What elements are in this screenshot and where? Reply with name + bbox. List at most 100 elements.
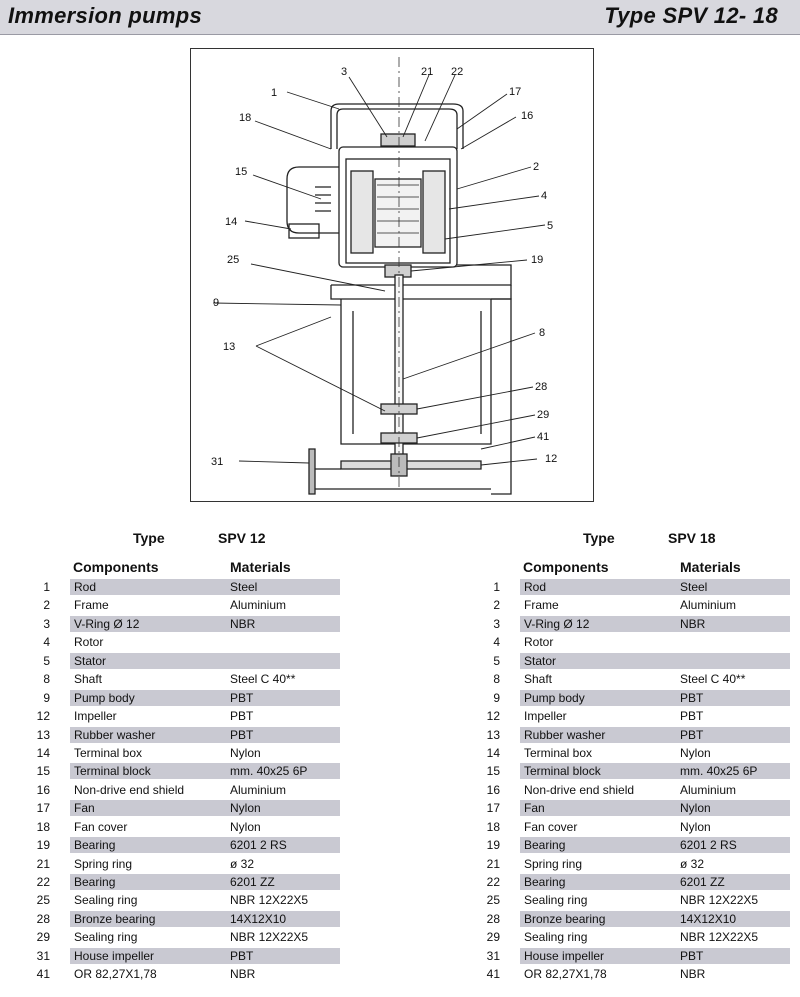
components-header: Components xyxy=(523,559,609,575)
callout-14: 14 xyxy=(225,216,237,228)
material-name: 6201 ZZ xyxy=(230,875,275,889)
component-name: Impeller xyxy=(524,709,567,724)
row-shade xyxy=(520,579,790,595)
callout-18: 18 xyxy=(239,112,251,124)
row-shade xyxy=(70,910,340,927)
component-name: OR 82,27X1,78 xyxy=(74,967,157,982)
component-name: Rod xyxy=(74,580,97,594)
material-name: Aluminium xyxy=(680,598,737,613)
material-name: 6201 2 RS xyxy=(230,838,287,853)
component-name: Stator xyxy=(74,653,107,668)
component-name: Terminal block xyxy=(74,764,151,779)
component-name: Frame xyxy=(524,598,559,613)
part-number: 2 xyxy=(43,598,50,613)
component-name: Rotor xyxy=(524,635,554,650)
component-name: Rod xyxy=(524,580,547,594)
material-name: Nylon xyxy=(680,819,711,834)
page-header: Immersion pumps Type SPV 12- 18 xyxy=(0,0,800,35)
material-name: PBT xyxy=(680,709,704,724)
type-label: Type xyxy=(583,530,615,546)
row-shade xyxy=(70,652,340,669)
material-name: ø 32 xyxy=(680,856,705,871)
material-name: Steel C 40** xyxy=(230,672,296,687)
callout-13: 13 xyxy=(223,341,235,353)
part-number: 9 xyxy=(43,690,50,705)
material-name: PBT xyxy=(230,690,254,705)
row-shade xyxy=(70,763,340,780)
callout-9: 9 xyxy=(213,297,219,309)
part-number: 18 xyxy=(486,819,500,834)
row-shade xyxy=(520,874,790,890)
row-shade xyxy=(70,800,340,817)
component-name: V-Ring Ø 12 xyxy=(524,616,590,631)
part-number: 1 xyxy=(43,580,50,594)
part-number: 14 xyxy=(486,745,500,760)
callout-28: 28 xyxy=(535,381,547,393)
part-number: 9 xyxy=(493,690,500,705)
material-name: Steel C 40** xyxy=(680,672,746,687)
material-name: 14X12X10 xyxy=(230,911,287,926)
callout-4: 4 xyxy=(541,190,547,202)
table-row: 15 Terminal block mm. 40x25 6P xyxy=(28,762,358,780)
component-name: Spring ring xyxy=(74,856,133,871)
part-number: 17 xyxy=(486,801,500,816)
row-shade xyxy=(520,689,790,706)
callout-5: 5 xyxy=(547,220,553,232)
callout-8: 8 xyxy=(539,327,545,339)
material-name: NBR 12X22X5 xyxy=(680,893,759,908)
callout-29: 29 xyxy=(537,409,549,421)
component-name: Non-drive end shield xyxy=(524,782,635,797)
component-name: Pump body xyxy=(74,690,135,705)
part-number: 25 xyxy=(486,893,500,908)
drawing-svg: 1 18 15 14 25 9 13 31 3 21 22 17 16 2 4 … xyxy=(211,57,557,495)
part-number: 13 xyxy=(486,727,500,742)
components-header: Components xyxy=(73,559,159,575)
component-name: Bearing xyxy=(524,838,566,853)
callout-25: 25 xyxy=(227,254,239,266)
type-value: SPV 12 xyxy=(218,530,266,546)
row-shade xyxy=(520,910,790,927)
row-shade xyxy=(520,597,790,613)
row-shade xyxy=(70,597,340,613)
part-number: 28 xyxy=(486,911,500,926)
part-number: 15 xyxy=(36,764,50,779)
row-shade xyxy=(70,726,340,743)
part-number: 21 xyxy=(486,856,500,871)
type-value: SPV 18 xyxy=(668,530,716,546)
part-number: 19 xyxy=(486,838,500,853)
material-name: PBT xyxy=(680,727,704,742)
row-shade xyxy=(520,652,790,669)
callout-2: 2 xyxy=(533,161,539,173)
material-name: NBR 12X22X5 xyxy=(680,930,759,945)
row-shade xyxy=(70,579,340,595)
component-name: House impeller xyxy=(524,948,605,963)
row-shade xyxy=(520,763,790,780)
component-name: Sealing ring xyxy=(74,893,138,908)
material-name: Steel xyxy=(230,580,258,594)
material-name: mm. 40x25 6P xyxy=(230,764,308,779)
material-name: Nylon xyxy=(230,801,261,816)
material-name: Aluminium xyxy=(230,598,287,613)
